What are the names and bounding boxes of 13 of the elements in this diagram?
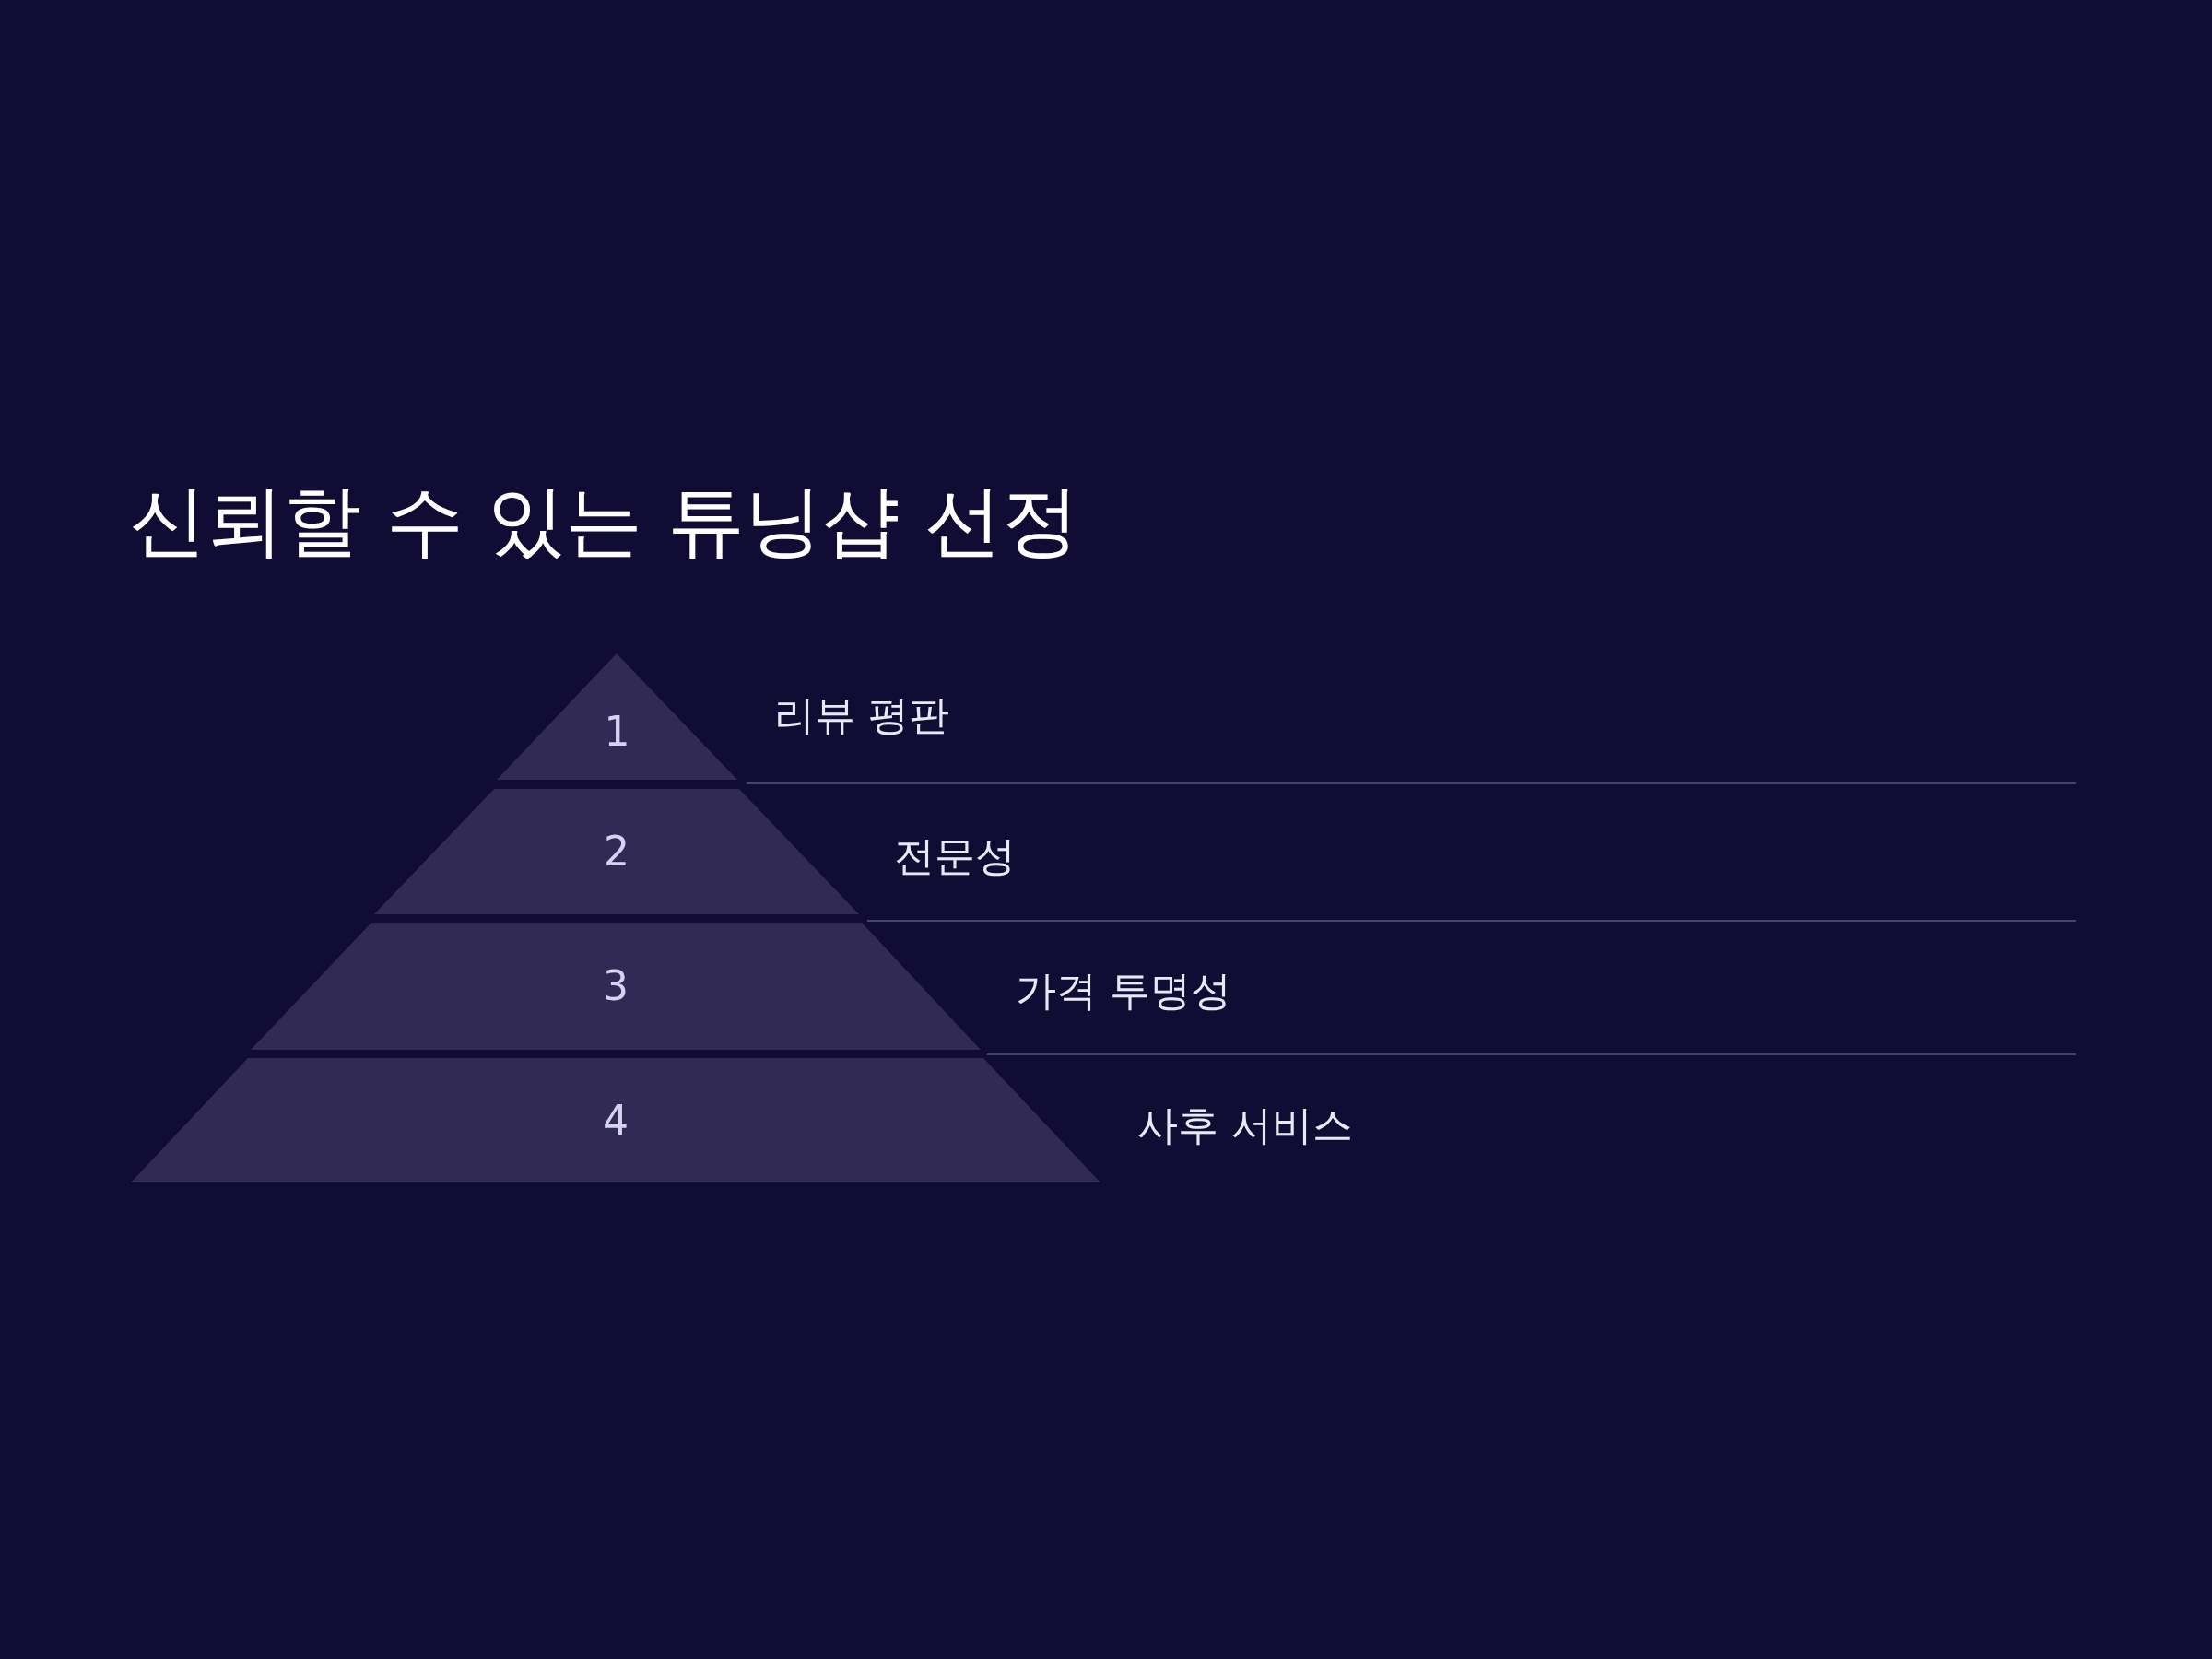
layer-number: 4 [603, 1100, 629, 1141]
layer-label: 사후 서비스 [1137, 1100, 1353, 1149]
layer-label: 가격 투명성 [1016, 966, 1231, 1016]
pyramid-layer [497, 653, 737, 780]
pyramid-layer [131, 1058, 1100, 1182]
layer-number: 2 [604, 831, 629, 872]
pyramid-layer [251, 923, 981, 1050]
title: 신뢰할 수 있는 튜닝샵 선정 [129, 475, 1079, 568]
pyramid-layer [374, 789, 859, 914]
layer-label: 리뷰 평판 [774, 690, 949, 740]
layer-label: 전문성 [894, 831, 1016, 881]
layer-number: 3 [603, 966, 629, 1006]
layer-number: 1 [604, 711, 630, 752]
